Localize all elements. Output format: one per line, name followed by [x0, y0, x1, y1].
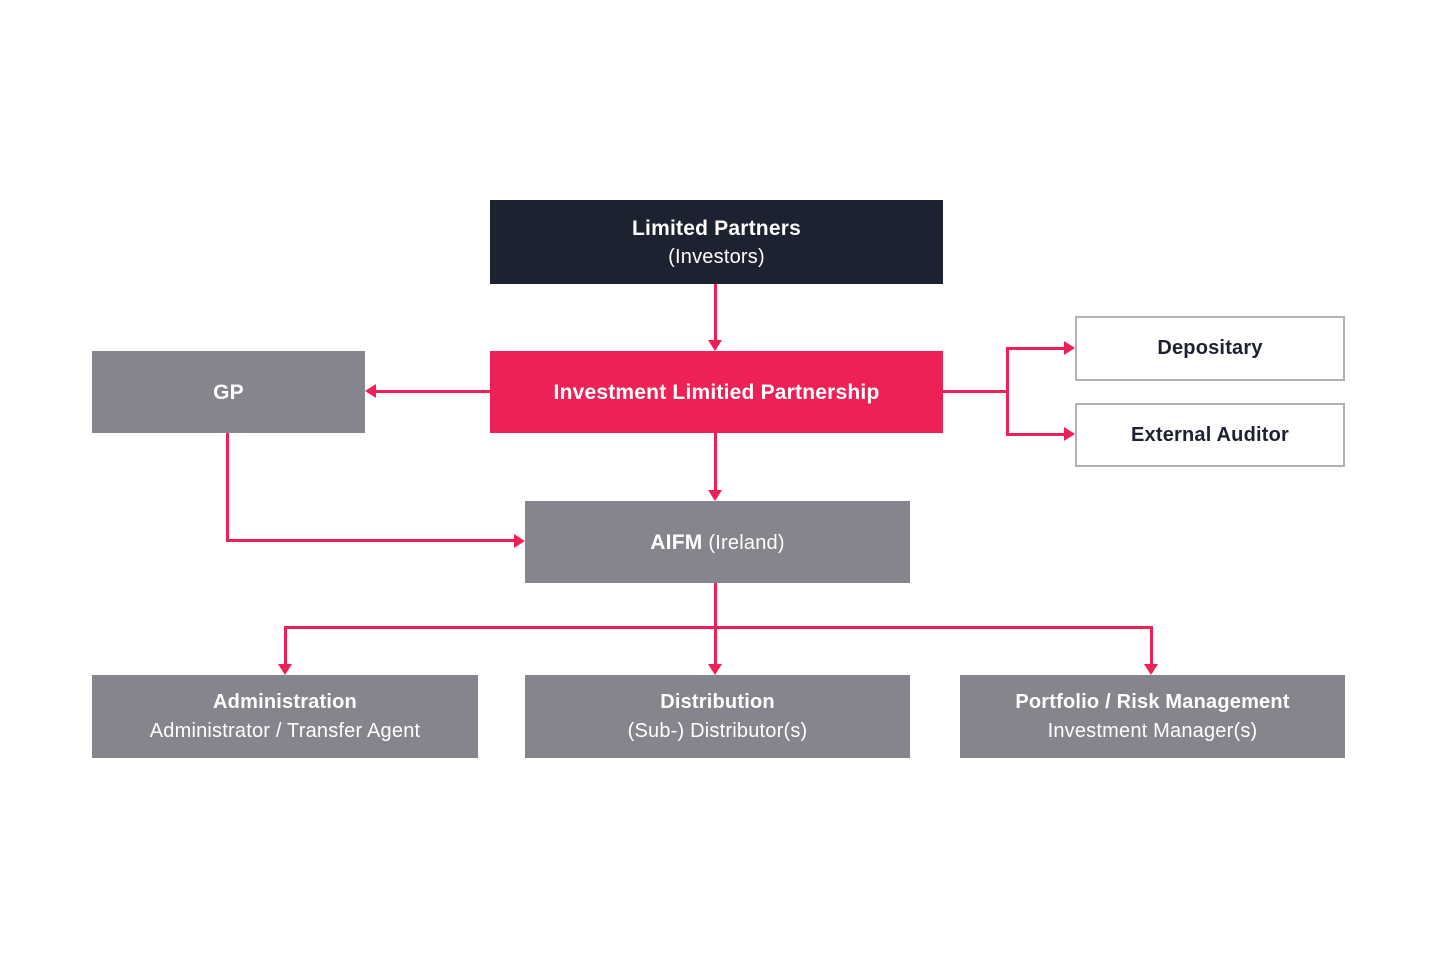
- edge-aifm-to-portfolio-line: [1150, 626, 1153, 664]
- edge-ilp-right-stem-line: [943, 390, 1009, 393]
- node-limited-partners-title: Limited Partners: [632, 216, 801, 240]
- node-administration: Administration Administrator / Transfer …: [92, 675, 478, 758]
- edge-lp-to-ilp-line: [714, 284, 717, 341]
- node-aifm-ireland: AIFM(Ireland): [525, 501, 910, 583]
- edge-ilp-to-external-auditor-arrowhead: [1064, 427, 1075, 441]
- node-depositary-label: Depositary: [1157, 337, 1263, 359]
- node-investment-limitied-partnership: Investment Limitied Partnership: [490, 351, 943, 433]
- edge-ilp-right-branch-line: [1006, 347, 1009, 436]
- node-gp-label: GP: [213, 380, 244, 404]
- edge-aifm-to-administration-arrowhead: [278, 664, 292, 675]
- node-external-auditor: External Auditor: [1075, 403, 1345, 467]
- node-aifm-bold: AIFM: [650, 530, 703, 554]
- node-limited-partners-subtitle: (Investors): [668, 245, 765, 268]
- edge-ilp-to-aifm-arrowhead: [708, 490, 722, 501]
- node-portfolio-risk-subtitle: Investment Manager(s): [1047, 720, 1258, 742]
- node-aifm-rest: (Ireland): [708, 531, 785, 554]
- edge-aifm-to-distribution-line: [714, 583, 717, 664]
- node-distribution-title: Distribution: [660, 691, 775, 713]
- edge-ilp-to-gp-line: [374, 390, 490, 393]
- node-depositary: Depositary: [1075, 316, 1345, 381]
- node-portfolio-risk-title: Portfolio / Risk Management: [1015, 691, 1290, 713]
- edge-ilp-to-gp-arrowhead: [365, 384, 376, 398]
- node-distribution-subtitle: (Sub-) Distributor(s): [627, 720, 808, 742]
- node-gp: GP: [92, 351, 365, 433]
- node-portfolio-risk-management: Portfolio / Risk Management Investment M…: [960, 675, 1345, 758]
- node-aifm-ireland-label: AIFM(Ireland): [650, 528, 784, 557]
- node-investment-limitied-partnership-label: Investment Limitied Partnership: [553, 380, 880, 404]
- edge-gp-to-aifm-arrowhead: [514, 534, 525, 548]
- edge-ilp-to-depositary-arrowhead: [1064, 341, 1075, 355]
- edge-gp-to-aifm-hline: [226, 539, 514, 542]
- edge-aifm-bottom-hline: [284, 626, 1153, 629]
- edge-ilp-to-depositary-line: [1006, 347, 1064, 350]
- node-external-auditor-label: External Auditor: [1130, 423, 1290, 446]
- edge-aifm-to-administration-line: [284, 626, 287, 664]
- node-limited-partners: Limited Partners (Investors): [490, 200, 943, 284]
- edge-aifm-to-distribution-arrowhead: [708, 664, 722, 675]
- edge-ilp-to-aifm-line: [714, 433, 717, 491]
- edge-lp-to-ilp-arrowhead: [708, 340, 722, 351]
- node-distribution: Distribution (Sub-) Distributor(s): [525, 675, 910, 758]
- node-administration-subtitle: Administrator / Transfer Agent: [149, 720, 421, 742]
- edge-ilp-to-external-auditor-line: [1006, 433, 1064, 436]
- node-administration-title: Administration: [213, 691, 357, 713]
- edge-gp-to-aifm-vline: [226, 433, 229, 542]
- edge-aifm-to-portfolio-arrowhead: [1144, 664, 1158, 675]
